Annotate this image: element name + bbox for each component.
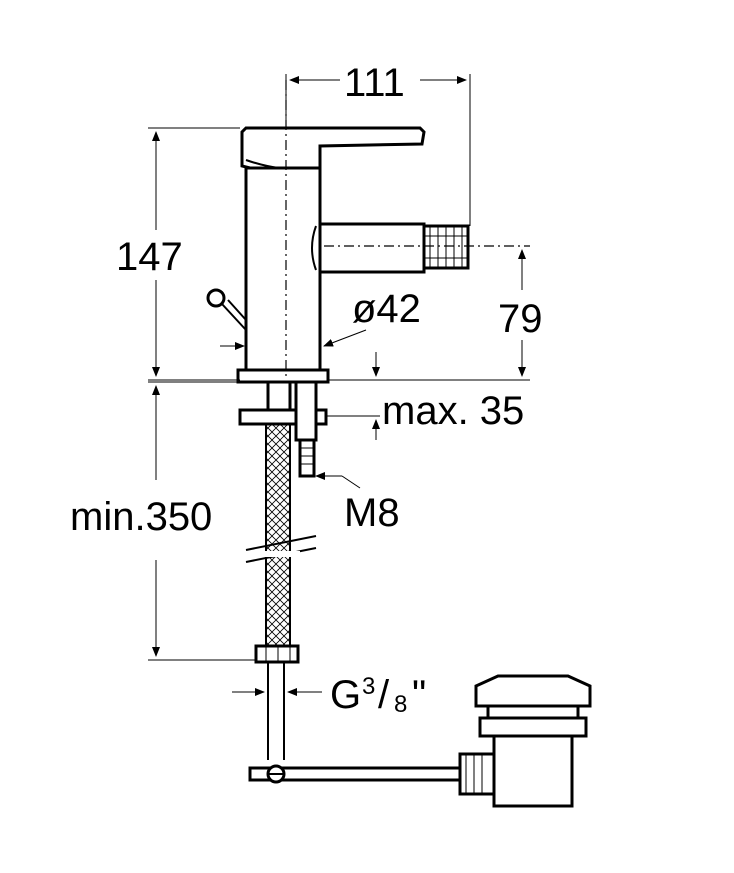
dimension-79: 79 <box>328 249 543 381</box>
dimension-g-3-8: G 3 / 8 " <box>232 673 426 718</box>
pop-up-rod <box>248 764 472 784</box>
fixing-assembly <box>238 380 328 478</box>
dim-111-label: 111 <box>344 61 405 105</box>
dimension-111: 111 <box>285 61 471 226</box>
waste-valve <box>458 674 592 808</box>
dimension-max-35: max. 35 <box>326 352 524 440</box>
dim-g-label: G <box>330 673 361 717</box>
dim-147-label: 147 <box>116 235 183 279</box>
dimension-m8: M8 <box>315 472 400 535</box>
dim-diameter-42-label: ø42 <box>352 287 421 331</box>
dim-max-35-label: max. 35 <box>382 389 524 433</box>
dim-g-frac-num: 3 <box>362 673 375 700</box>
dimension-min-350: min.350 <box>70 381 256 661</box>
dim-79-label: 79 <box>498 297 543 341</box>
dimension-diameter-42: ø42 <box>220 287 421 350</box>
faucet-body <box>206 126 470 384</box>
dim-m8-label: M8 <box>344 491 400 535</box>
dim-g-frac-sep: / <box>378 673 390 717</box>
dim-g-frac-den: 8 <box>394 691 407 718</box>
dim-min-350-label: min.350 <box>70 495 212 539</box>
dim-g-inch: " <box>412 673 426 717</box>
flexible-hose <box>245 423 317 760</box>
dimension-147: 147 <box>116 127 240 381</box>
